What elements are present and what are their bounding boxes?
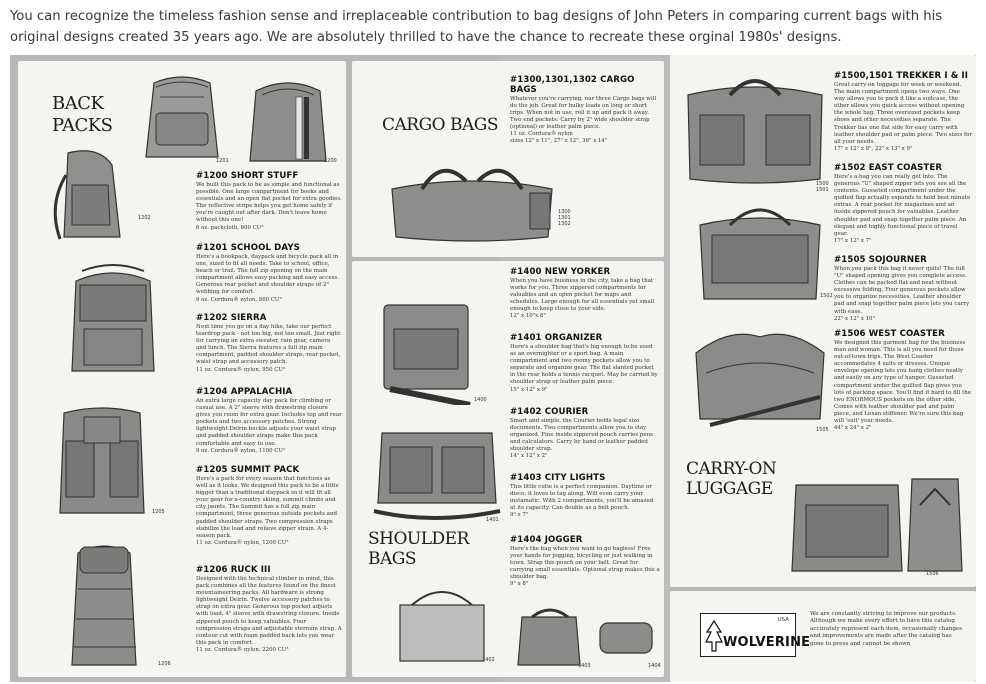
entry-1202: #1202 SIERRA Next time you go on a day h… [196, 313, 341, 373]
heading-shoulder: SHOULDER [368, 529, 469, 549]
label-1200: 1200 [324, 158, 337, 164]
cargo-panel: CARGO BAGS 1300 1301 1302 #1300,1301,130… [352, 61, 664, 257]
logo-name: WOLVERINE [723, 635, 811, 650]
logo-country: USA [777, 617, 789, 623]
cargo-bag-drawing [391, 168, 553, 242]
bag-1403-drawing [517, 608, 581, 666]
bag-1400-drawing [383, 304, 471, 405]
entry-1400: #1400 NEW YORKER When you have business … [510, 267, 655, 320]
bag-1505-drawing [695, 333, 825, 427]
entry-1502: #1502 EAST COASTER Here's a bag you can … [834, 163, 971, 244]
luggage-panel: 1500 1501 1502 1505 CARRY-ON LUGGAGE 150… [670, 55, 976, 587]
entry-1200: #1200 SHORT STUFF We built this pack to … [196, 171, 342, 231]
cargo-numbers: 1300 1301 1302 [558, 209, 571, 227]
label-1500-1501: 1500 1501 [816, 181, 829, 193]
entry-1206: #1206 RUCK III Designed with the technic… [196, 565, 342, 653]
entry-1505: #1505 SOJOURNER When you pack this bag i… [834, 255, 970, 322]
heading-packs: PACKS [52, 115, 113, 136]
label-1202: 1202 [138, 215, 151, 221]
catalog-disclaimer: We are constantly striving to improve ou… [810, 611, 963, 647]
backpack-1205-drawing [59, 407, 145, 514]
entry-1403: #1403 CITY LIGHTS This little cutie is a… [510, 473, 654, 519]
bag-1402-drawing [399, 591, 485, 662]
catalog-scan: BACK PACKS 1201 1200 1202 [10, 55, 976, 682]
entry-1205: #1205 SUMMIT PACK Here's a pack for ever… [196, 465, 339, 546]
tree-icon [705, 620, 723, 652]
footer-panel: USA WOLVERINE We are constantly striving… [670, 591, 976, 682]
entry-cargo: #1300,1301,1302 CARGO BAGS Whatever you'… [510, 75, 657, 145]
backpacks-panel: BACK PACKS 1201 1200 1202 [18, 61, 346, 677]
entry-1401: #1401 ORGANIZER Here's a shoulder bag th… [510, 333, 658, 393]
bag-1506-drawing [791, 478, 963, 572]
entry-1500: #1500,1501 TREKKER I & II Great carry-on… [834, 71, 972, 152]
bag-1404-drawing [599, 622, 653, 654]
label-1403: 1403 [578, 663, 591, 669]
heading-luggage: LUGGAGE [686, 479, 773, 499]
label-1205: 1205 [152, 509, 165, 515]
heading-back: BACK [52, 93, 104, 114]
heading-cargo: CARGO BAGS [382, 115, 499, 135]
intro-paragraph: You can recognize the timeless fashion s… [10, 9, 943, 45]
backpack-1206-drawing [71, 545, 137, 666]
heading-carry-on: CARRY-ON [686, 459, 777, 479]
label-1201: 1201 [216, 158, 229, 164]
label-1506: 1506 [926, 571, 939, 577]
entry-1506: #1506 WEST COASTER We designed this garm… [834, 329, 972, 432]
label-1505: 1505 [816, 427, 829, 433]
label-1404: 1404 [648, 663, 661, 669]
backpack-1201-side-drawing [71, 264, 155, 372]
bag-1500-drawing [687, 79, 823, 184]
shoulder-panel: 1400 1401 SHOULDER BAGS 1402 1403 1404 #… [352, 261, 664, 677]
bag-1502-drawing [699, 208, 821, 300]
wolverine-logo: USA WOLVERINE [700, 613, 810, 657]
backpack-1200-drawing [249, 82, 327, 162]
entry-1204: #1204 APPALACHIA An extra large capacity… [196, 387, 342, 454]
backpack-1202-drawing [53, 150, 121, 240]
label-1401: 1401 [486, 517, 499, 523]
bag-1401-drawing [373, 432, 501, 520]
label-1502: 1502 [820, 293, 833, 299]
entry-1404: #1404 JOGGER Here's the bag when you wan… [510, 535, 660, 588]
entry-1402: #1402 COURIER Smart and simple, the Cour… [510, 407, 653, 460]
entry-1201: #1201 SCHOOL DAYS Here's a bookpack, day… [196, 243, 339, 303]
heading-bags: BAGS [368, 549, 417, 569]
label-1402: 1402 [482, 657, 495, 663]
label-1206: 1206 [158, 661, 171, 667]
label-1400: 1400 [474, 397, 487, 403]
backpack-1201-drawing [145, 76, 219, 158]
